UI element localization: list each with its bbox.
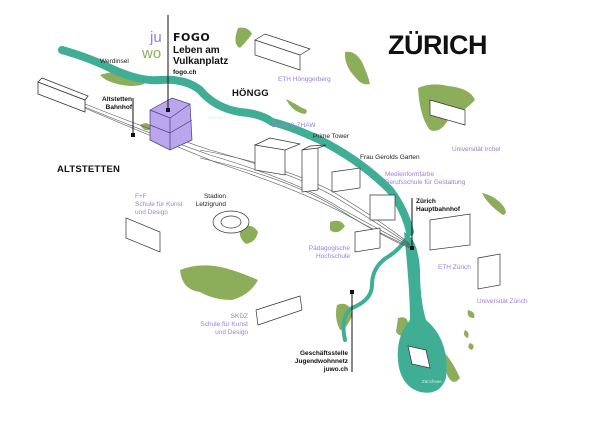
- building-frau-gerolds: [331, 167, 361, 193]
- district-hongg: HÖNGG: [232, 88, 269, 99]
- location-markers: [131, 108, 414, 294]
- park-allmend: [180, 265, 258, 300]
- lake-zurich: [397, 232, 447, 393]
- headline-line-2: Vulkanplatz: [173, 56, 229, 67]
- headline-line-1: Leben am: [173, 45, 220, 56]
- train-icon: [37, 77, 89, 113]
- label-werdinsel: Werdinsel: [100, 58, 129, 65]
- label-prime-tower: Prime Tower: [313, 133, 350, 140]
- building-skdz: [255, 295, 303, 326]
- building-ff: [125, 217, 161, 253]
- label-frau-gerolds: Frau Gerolds Garten: [360, 154, 420, 161]
- lake-label: Zürichsee: [422, 379, 442, 384]
- building-phzh: [354, 227, 381, 253]
- fogo-url[interactable]: fogo.ch: [173, 69, 197, 76]
- building-prime-tower: [301, 144, 327, 193]
- building-irchel: [429, 99, 466, 126]
- label-zhdk: ZHdK & ZHAW: [272, 122, 316, 129]
- district-altstetten: ALTSTETTEN: [57, 164, 121, 175]
- building-eth-zurich: [429, 213, 471, 251]
- leader-lines: [132, 15, 413, 372]
- building-zhdk: [253, 137, 302, 176]
- label-eth-hongg: ETH Hönggerberg: [278, 76, 331, 83]
- river-label: Limmat: [208, 115, 223, 120]
- juwo-logo-ju: ju: [150, 29, 162, 46]
- park-small-1: [286, 99, 307, 114]
- boat-icon: [407, 345, 431, 369]
- park-small-3: [330, 220, 345, 233]
- park-lake-east: [442, 350, 460, 382]
- park-stadion: [239, 225, 258, 244]
- river-sihl: [341, 234, 410, 342]
- buildings: [125, 33, 501, 369]
- park-zurichberg-1: [344, 51, 370, 85]
- building-uzh: [477, 253, 501, 290]
- park-hongg: [235, 27, 252, 48]
- park-small-2: [482, 193, 506, 215]
- building-medienform: [369, 194, 396, 221]
- building-fogo-vulkanplatz: [149, 97, 193, 151]
- city-title: ZÜRICH: [388, 30, 488, 60]
- building-eth-hongg: [254, 33, 311, 71]
- label-irchel: Universität Irchel: [452, 146, 501, 153]
- fogo-logo: FOGO: [173, 31, 211, 44]
- label-uzh: Universität Zürich: [477, 298, 528, 305]
- juwo-logo-wo: wo: [142, 45, 162, 62]
- rivers: [58, 46, 414, 342]
- river-limmat: [58, 46, 414, 236]
- label-eth-zurich: ETH Zürich: [438, 264, 471, 271]
